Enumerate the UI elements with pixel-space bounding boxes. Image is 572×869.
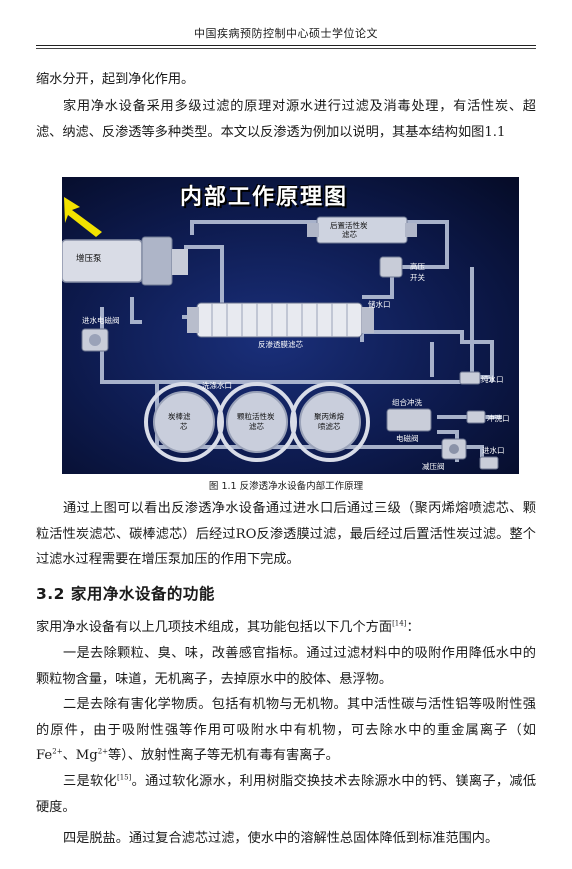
- header-rule-thin: [36, 48, 536, 49]
- functions-intro-text: 家用净水设备有以上几项技术组成，其功能包括以下几个方面: [36, 620, 393, 635]
- paragraph-intro: 家用净水设备采用多级过滤的原理对源水进行过滤及消毒处理，有活性炭、超滤、纳滤、反…: [36, 99, 536, 140]
- high-pressure-switch-shape: [379, 256, 403, 278]
- label-combo-valve-2: 电磁阀: [396, 434, 419, 443]
- paragraph-function-4: 四是脱盐。通过复合滤芯过滤，使水中的溶解性总固体降低到标准范围内。: [63, 831, 499, 846]
- figure-caption: 图 1.1 反渗透净水设备内部工作原理: [208, 481, 364, 492]
- label-post-carbon-1: 后置活性炭: [330, 221, 368, 230]
- label-filter3-2: 喷滤芯: [318, 422, 341, 431]
- paragraph-function-1: 一是去除颗粒、臭、味，改善感官指标。通过过滤材料中的吸附作用降低水中的颗粒物含量…: [36, 646, 536, 687]
- label-filter2-1: 颗粒活性炭: [237, 412, 275, 421]
- label-filter1-1: 炭棒滤: [168, 412, 191, 421]
- diagram-graphics: [62, 197, 502, 470]
- label-high-pressure-2: 开关: [410, 273, 425, 282]
- highlight-arrow-icon: [64, 197, 102, 237]
- label-pure-outlet: 纯水口: [481, 375, 504, 384]
- label-pressure-valve: 减压阀: [422, 462, 445, 471]
- header-rule: [36, 45, 536, 46]
- label-storage-outlet: 储水口: [368, 300, 391, 309]
- paragraph-continuation: 缩水分开，起到净化作用。: [36, 72, 195, 87]
- label-filter2-2: 滤芯: [249, 422, 264, 431]
- paragraph-function-3: 三是软化[15]。通过软化源水，利用树脂交换技术去除源水中的钙、镁离子，减低硬度…: [36, 769, 536, 820]
- label-inlet: 进水口: [482, 446, 505, 455]
- ro-membrane-shape: [187, 302, 374, 338]
- figure-ro-diagram: 内部工作原理图 增压泵 后置活性炭 滤芯 高压 开关 储水口 进水电磁阀 反渗透…: [62, 177, 519, 474]
- pump-shape: [62, 236, 188, 286]
- label-post-carbon-2: 滤芯: [342, 230, 357, 239]
- superscript-mg: 2+: [97, 747, 109, 756]
- label-combo-valve-1: 组合冲洗: [392, 398, 422, 407]
- round-filters-shape: [144, 382, 370, 462]
- function-2-text-b: 、Mg: [62, 748, 98, 763]
- label-filter3-1: 聚丙烯熔: [314, 412, 344, 421]
- label-filter1-2: 芯: [180, 422, 188, 431]
- label-high-pressure-1: 高压: [410, 262, 425, 271]
- outlets-shape: [459, 371, 499, 470]
- paragraph-figure-explanation: 通过上图可以看出反渗透净水设备通过进水口后通过三级（聚丙烯熔喷滤芯、颗粒活性炭滤…: [36, 501, 536, 567]
- section-heading: 3.2 家用净水设备的功能: [36, 585, 215, 603]
- citation-15: [15]: [116, 773, 132, 782]
- functions-intro-colon: ：: [406, 620, 420, 635]
- function-2-text-a: 二是去除有害化学物质。包括有机物与无机物。其中活性碳与活性铝等吸附性强的原件，由…: [36, 697, 536, 763]
- running-header: 中国疾病预防控制中心硕士学位论文: [194, 27, 378, 40]
- label-rinse-outlet: 冲洗口: [487, 414, 510, 423]
- pressure-valve-shape: [441, 438, 467, 460]
- label-ro-membrane: 反渗透膜滤芯: [258, 340, 303, 349]
- function-3-text-b: 。通过软化源水，利用树脂交换技术去除源水中的钙、镁离子，减低硬度。: [36, 774, 537, 815]
- combo-valve-shape: [386, 408, 432, 432]
- label-inlet-valve: 进水电磁阀: [82, 316, 120, 325]
- function-2-text-c: 等）、放射性离子等无机有毒有害离子。: [108, 748, 339, 763]
- inlet-valve-shape: [81, 328, 109, 352]
- label-flush-outlet: 洗涤水口: [202, 381, 232, 390]
- paragraph-function-2: 二是去除有害化学物质。包括有机物与无机物。其中活性碳与活性铝等吸附性强的原件，由…: [36, 692, 536, 769]
- function-3-text-a: 三是软化: [63, 774, 117, 789]
- figure-title: 内部工作原理图: [180, 185, 349, 210]
- citation-14: [14]: [392, 619, 407, 628]
- label-pump: 增压泵: [76, 254, 102, 264]
- superscript-fe: 2+: [52, 747, 63, 756]
- post-carbon-filter-shape: [307, 216, 417, 244]
- paragraph-functions-intro: 家用净水设备有以上几项技术组成，其功能包括以下几个方面[14]：: [36, 615, 536, 641]
